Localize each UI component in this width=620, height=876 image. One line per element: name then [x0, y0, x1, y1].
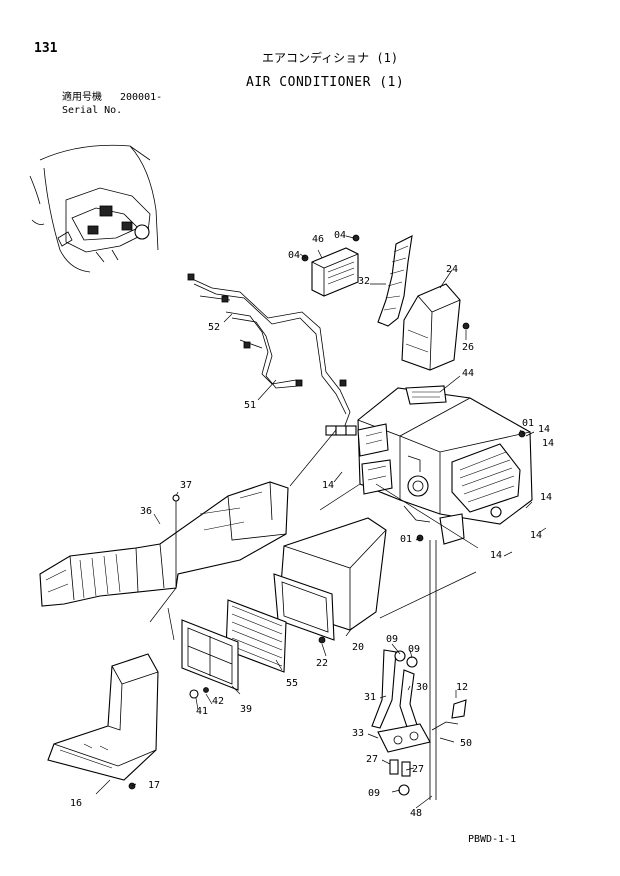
- duct-hose-32: [377, 235, 413, 327]
- callout-31: 31: [364, 692, 376, 703]
- filter-housing-20: [273, 517, 387, 641]
- callout-26: 26: [462, 342, 474, 353]
- callout-14: 14: [322, 480, 334, 491]
- callout-42: 42: [212, 696, 224, 707]
- callout-09: 09: [408, 644, 420, 655]
- callout-50: 50: [460, 738, 472, 749]
- control-unit-46: [301, 234, 360, 297]
- drain-tube-48: [429, 540, 467, 800]
- serial-label-japanese: 適用号機: [62, 92, 102, 103]
- callout-01: 01: [400, 534, 412, 545]
- duct-36: [39, 481, 289, 607]
- footer-code: PBWD-1-1: [468, 834, 517, 845]
- title-japanese: エアコンディショナ (1): [262, 51, 399, 65]
- location-thumbnail: [29, 144, 159, 273]
- callout-30: 30: [416, 682, 428, 693]
- callout-51: 51: [244, 400, 256, 411]
- callout-46: 46: [312, 234, 324, 245]
- cover-duct-24: [401, 283, 470, 371]
- callout-labels: 04 46 04 32 24 52 26 44 51 01 14 14 37 1…: [70, 230, 554, 819]
- callout-14: 14: [490, 550, 502, 561]
- callout-27: 27: [412, 764, 424, 775]
- callout-14: 14: [538, 424, 550, 435]
- callout-55: 55: [286, 678, 298, 689]
- callout-22: 22: [316, 658, 328, 669]
- serial-label-english: Serial No.: [62, 105, 123, 116]
- bracket-33: [377, 723, 431, 796]
- callout-17: 17: [148, 780, 160, 791]
- hoses-30-31: [371, 649, 421, 737]
- callout-48: 48: [410, 808, 422, 819]
- callout-52: 52: [208, 322, 220, 333]
- wire-harness-51-52: [187, 273, 357, 436]
- callout-41: 41: [196, 706, 208, 717]
- serial-value: 200001-: [120, 92, 163, 103]
- page-number: 131: [34, 41, 58, 56]
- air-conditioner-unit-44: [357, 385, 533, 545]
- callout-14: 14: [542, 438, 554, 449]
- leader-lines: [95, 235, 547, 809]
- callout-24: 24: [446, 264, 458, 275]
- callout-14: 14: [530, 530, 542, 541]
- callout-09: 09: [386, 634, 398, 645]
- callout-36: 36: [140, 506, 152, 517]
- callout-14: 14: [540, 492, 552, 503]
- callout-16: 16: [70, 798, 82, 809]
- callout-32: 32: [358, 276, 370, 287]
- callout-04: 04: [334, 230, 346, 241]
- duct-16: [47, 653, 159, 790]
- callout-20: 20: [352, 642, 364, 653]
- title-english: AIR CONDITIONER (1): [246, 75, 405, 90]
- callout-39: 39: [240, 704, 252, 715]
- grille-cover-39: [181, 619, 326, 699]
- callout-37: 37: [180, 480, 192, 491]
- callout-12: 12: [456, 682, 468, 693]
- callout-04: 04: [288, 250, 300, 261]
- callout-33: 33: [352, 728, 364, 739]
- filter-55: [225, 599, 287, 673]
- callout-44: 44: [462, 368, 474, 379]
- callout-09: 09: [368, 788, 380, 799]
- callout-27: 27: [366, 754, 378, 765]
- callout-01: 01: [522, 418, 534, 429]
